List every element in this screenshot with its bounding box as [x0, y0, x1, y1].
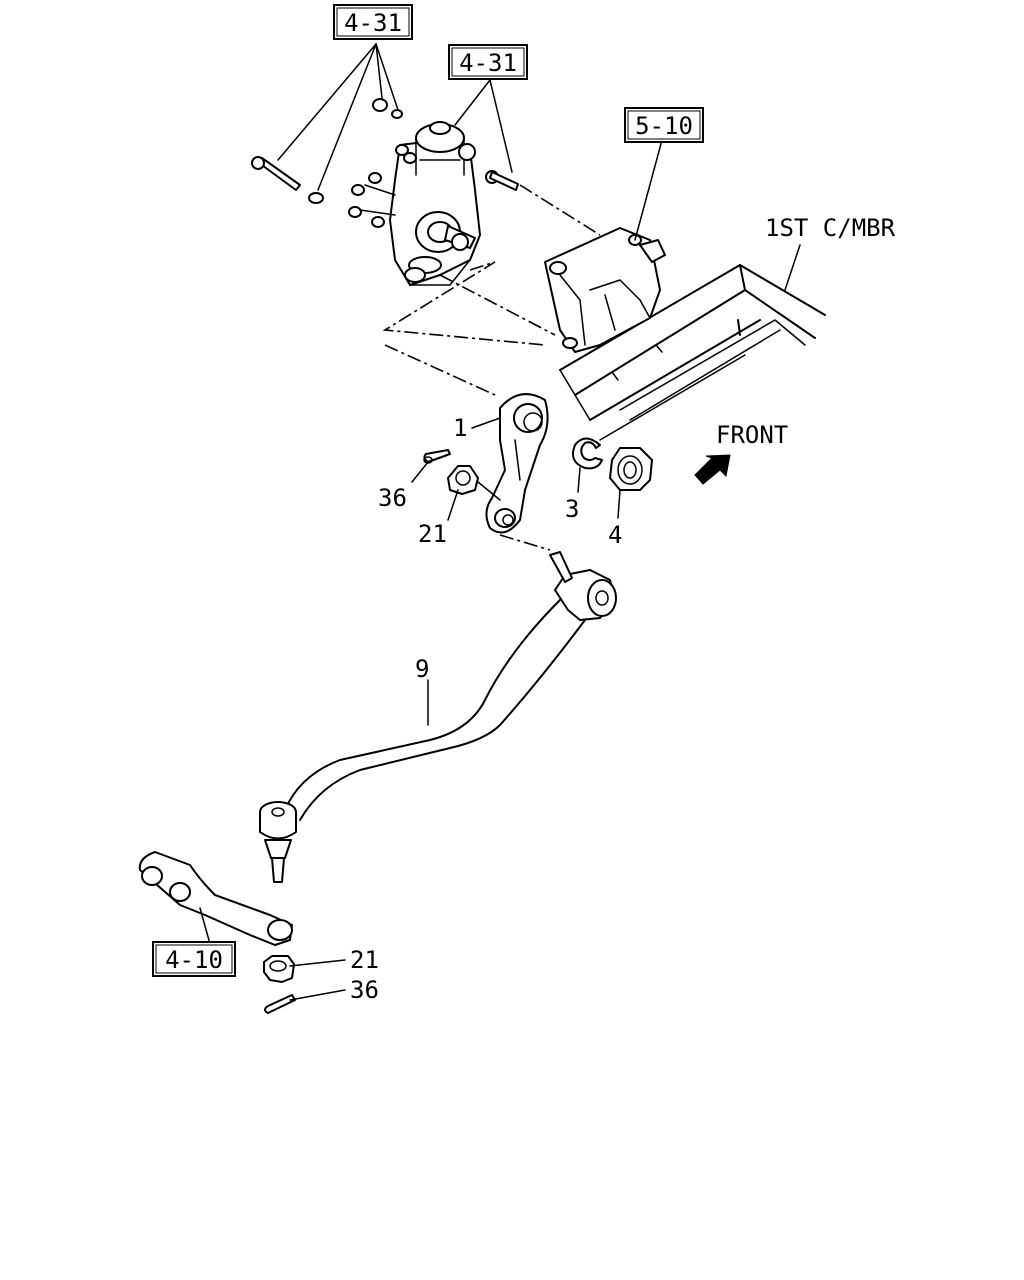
- ref-box-4-31-a[interactable]: 4-31: [333, 4, 413, 40]
- part-callout-1[interactable]: 1: [453, 414, 467, 442]
- castle-nut-upper: [447, 465, 501, 501]
- assembly-dash-lines: [382, 184, 601, 551]
- gear-bracket: [544, 227, 666, 353]
- front-label: FRONT: [716, 421, 788, 449]
- ref-label: 4-10: [165, 946, 223, 974]
- castle-nut-lower: [263, 955, 295, 983]
- drag-link: [259, 551, 617, 883]
- part-callout-21-upper[interactable]: 21: [418, 520, 447, 548]
- part-callout-3[interactable]: 3: [565, 495, 579, 523]
- ref-box-4-10[interactable]: 4-10: [152, 941, 236, 977]
- pitman-arm-nut: [609, 447, 653, 491]
- leader-lines: [199, 43, 801, 1001]
- ref-box-4-31-b[interactable]: 4-31: [448, 44, 528, 80]
- part-callout-36-upper[interactable]: 36: [378, 484, 407, 512]
- crossmember-label: 1ST C/MBR: [765, 214, 896, 242]
- gear-mount-bolts: [251, 98, 519, 204]
- part-callout-9[interactable]: 9: [415, 655, 429, 683]
- lock-washer: [572, 437, 603, 470]
- part-callout-4[interactable]: 4: [608, 521, 622, 549]
- ref-box-5-10[interactable]: 5-10: [624, 107, 704, 143]
- cotter-pin-lower: [264, 994, 296, 1014]
- knuckle-arm: [138, 851, 293, 946]
- part-callout-36-lower[interactable]: 36: [350, 976, 379, 1004]
- part-callout-21-lower[interactable]: 21: [350, 946, 379, 974]
- front-arrow-icon: [694, 454, 731, 485]
- pitman-arm: [485, 393, 549, 534]
- ref-label: 4-31: [459, 49, 517, 77]
- ref-label: 4-31: [344, 9, 402, 37]
- ref-label: 5-10: [635, 112, 693, 140]
- steering-gear-box: [348, 121, 499, 286]
- frame-rail: [559, 264, 826, 441]
- cotter-pin-upper: [423, 449, 451, 464]
